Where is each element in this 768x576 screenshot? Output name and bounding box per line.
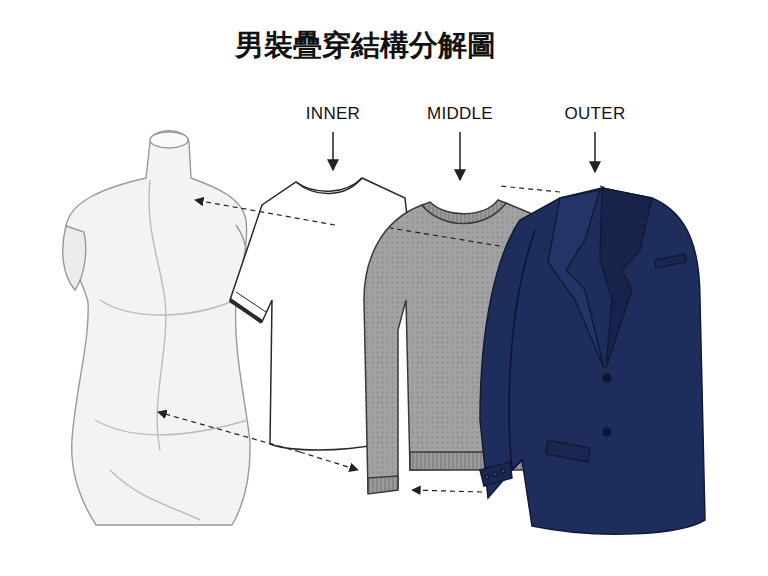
layer-label: MIDDLE bbox=[427, 104, 493, 124]
mannequin bbox=[63, 131, 250, 525]
blazer bbox=[480, 188, 705, 534]
label-pointers bbox=[333, 132, 595, 180]
layer-label: INNER bbox=[306, 104, 360, 124]
diagram-title: 男裝疊穿結構分解圖 bbox=[235, 26, 496, 66]
layer-label: OUTER bbox=[565, 104, 626, 124]
guide-arrows bbox=[158, 186, 640, 492]
